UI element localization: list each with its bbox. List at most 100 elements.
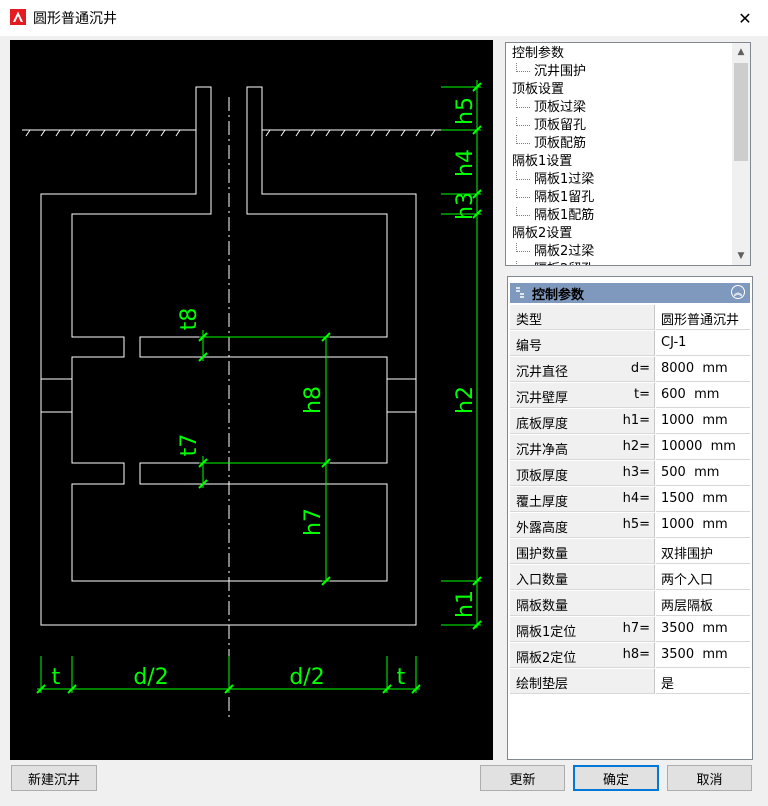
tree-scrollbar[interactable]: ▲ ▼ — [732, 43, 750, 265]
tree-item[interactable]: 顶板配筋 — [514, 135, 586, 153]
new-caisson-button[interactable]: 新建沉井 — [11, 765, 97, 791]
property-value: 10000 mm — [661, 439, 736, 454]
property-value-field[interactable]: 两层隔板 — [656, 591, 750, 616]
scroll-up-icon[interactable]: ▲ — [737, 47, 745, 57]
property-label: 沉井壁厚 — [516, 391, 569, 406]
dim-h7: h7 — [301, 508, 326, 536]
dim-t-right: t — [397, 665, 406, 690]
tree-connector-icon — [516, 135, 530, 144]
property-label: 隔板1定位 — [516, 625, 577, 640]
property-label: 类型 — [516, 313, 543, 328]
dim-h3: h3 — [453, 192, 478, 220]
property-value-field[interactable]: 500 mm — [656, 461, 750, 486]
dim-h5: h5 — [453, 97, 478, 125]
tree-item[interactable]: 顶板设置 — [512, 81, 564, 99]
collapse-icon[interactable]: ︽ — [731, 285, 745, 299]
tree-item-label: 隔板1配筋 — [534, 208, 595, 223]
tree-item[interactable]: 控制参数 — [512, 45, 564, 63]
tree-connector-icon — [516, 261, 530, 265]
property-value-field[interactable]: 600 mm — [656, 383, 750, 408]
dim-h4: h4 — [453, 149, 478, 177]
property-row: 隔板数量两层隔板 — [510, 591, 750, 617]
property-value: 600 mm — [661, 387, 720, 402]
scroll-thumb[interactable] — [734, 63, 748, 161]
property-row: 绘制垫层是 — [510, 669, 750, 695]
tree-item[interactable]: 隔板1留孔 — [514, 189, 594, 207]
cancel-button[interactable]: 取消 — [667, 765, 752, 791]
ok-button[interactable]: 确定 — [573, 765, 659, 791]
drag-handle-icon — [516, 287, 524, 298]
property-value: 双排围护 — [661, 547, 714, 562]
property-value: 1500 mm — [661, 491, 728, 506]
property-value-field[interactable]: 3500 mm — [656, 643, 750, 668]
property-value-field[interactable]: 10000 mm — [656, 435, 750, 460]
settings-tree[interactable]: 控制参数沉井围护顶板设置顶板过梁顶板留孔顶板配筋隔板1设置隔板1过梁隔板1留孔隔… — [505, 42, 751, 266]
property-value-field[interactable]: 1000 mm — [656, 513, 750, 538]
tree-item[interactable]: 隔板2设置 — [512, 225, 572, 243]
property-value-field[interactable]: 1000 mm — [656, 409, 750, 434]
property-value-field[interactable]: 3500 mm — [656, 617, 750, 642]
dim-d2-left: d/2 — [133, 665, 168, 690]
drawing-canvas[interactable]: h5 h4 h3 h2 h1 h8 h7 t8 t7 t d/2 d/2 t — [10, 40, 493, 760]
property-value-field[interactable]: 是 — [656, 669, 750, 694]
property-value: 两层隔板 — [661, 599, 714, 614]
property-value: 8000 mm — [661, 361, 728, 376]
dim-h8: h8 — [301, 386, 326, 414]
tree-item-label: 隔板1留孔 — [534, 190, 595, 205]
property-label: 沉井净高 — [516, 443, 569, 458]
property-value: 圆形普通沉井 — [661, 313, 740, 328]
property-key: 绘制垫层 — [510, 669, 655, 694]
property-symbol: d= — [630, 361, 650, 376]
property-symbol: h7= — [622, 621, 650, 636]
tree-item[interactable]: 顶板过梁 — [514, 99, 586, 117]
property-label: 顶板厚度 — [516, 469, 569, 484]
tree-item-label: 隔板2留孔 — [534, 262, 594, 265]
property-key: 覆土厚度 h4= — [510, 487, 655, 512]
property-value-field[interactable]: 1500 mm — [656, 487, 750, 512]
update-button[interactable]: 更新 — [480, 765, 565, 791]
tree-connector-icon — [516, 117, 530, 126]
tree-item[interactable]: 顶板留孔 — [514, 117, 586, 135]
tree-item[interactable]: 隔板1设置 — [512, 153, 572, 171]
tree-item[interactable]: 隔板1过梁 — [514, 171, 594, 189]
property-group-header[interactable]: 控制参数 ︽ — [510, 283, 750, 303]
tree-item[interactable]: 隔板1配筋 — [514, 207, 594, 225]
property-value-field[interactable]: 两个入口 — [656, 565, 750, 590]
tree-item[interactable]: 沉井围护 — [514, 63, 586, 81]
property-row: 沉井直径 d= 8000 mm — [510, 357, 750, 383]
property-value-field[interactable]: CJ-1 — [656, 331, 750, 356]
tree-item-label: 隔板1过梁 — [534, 172, 595, 187]
property-label: 围护数量 — [516, 547, 569, 562]
property-row: 围护数量 双排围护 — [510, 539, 750, 565]
scroll-down-icon[interactable]: ▼ — [737, 251, 745, 261]
close-button[interactable]: ✕ — [722, 0, 768, 36]
tree-connector-icon — [516, 99, 530, 108]
property-label: 覆土厚度 — [516, 495, 569, 510]
property-value: 两个入口 — [661, 573, 714, 588]
property-value-field[interactable]: 8000 mm — [656, 357, 750, 382]
property-symbol: h4= — [622, 491, 650, 506]
property-key: 隔板1定位 h7= — [510, 617, 655, 642]
ground-line — [22, 129, 445, 137]
property-value: 3500 mm — [661, 647, 728, 662]
property-row: 覆土厚度 h4= 1500 mm — [510, 487, 750, 513]
tree-item[interactable]: 隔板2留孔 — [514, 261, 594, 265]
property-symbol: h1= — [622, 413, 650, 428]
property-value-field[interactable]: 双排围护 — [656, 539, 750, 564]
property-value-field[interactable]: 圆形普通沉井 — [656, 305, 750, 330]
property-label: 沉井直径 — [516, 365, 569, 380]
property-value: 1000 mm — [661, 517, 728, 532]
property-row: 类型 圆形普通沉井 — [510, 305, 750, 331]
property-value: 1000 mm — [661, 413, 728, 428]
tree-item[interactable]: 隔板2过梁 — [514, 243, 594, 261]
tree-connector-icon — [516, 171, 530, 180]
